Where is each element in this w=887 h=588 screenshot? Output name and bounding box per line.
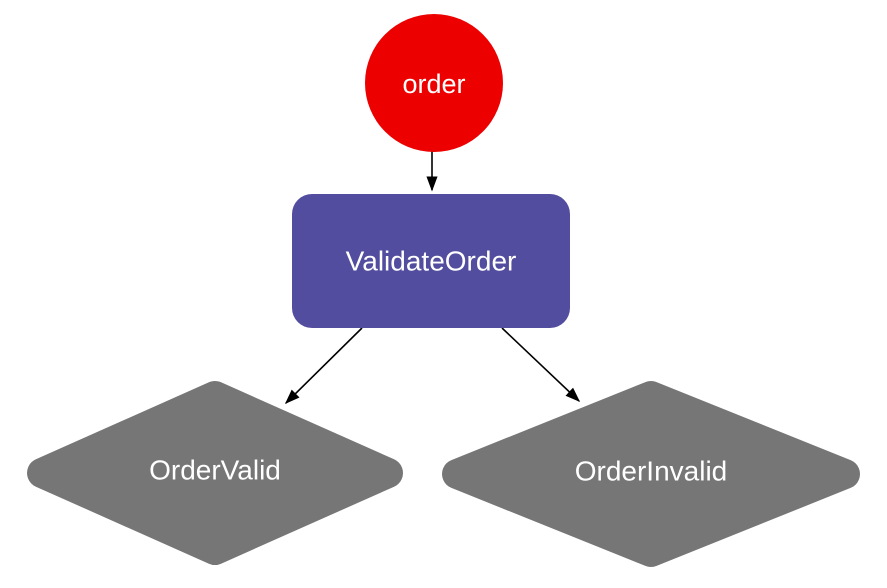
- node-order-valid: OrderValid: [27, 381, 403, 565]
- order-circle-shape: [365, 14, 503, 152]
- order-valid-diamond-shape: [27, 381, 403, 565]
- validate-order-label: ValidateOrder: [346, 246, 517, 277]
- order-invalid-label: OrderInvalid: [575, 456, 728, 487]
- edge-validateorder-to-ordervalid: [284, 327, 363, 405]
- order-label: order: [402, 69, 465, 99]
- order-invalid-diamond-shape: [442, 381, 860, 567]
- edge-validateorder-to-orderinvalid: [501, 327, 581, 403]
- order-valid-label: OrderValid: [149, 455, 281, 486]
- validate-order-rect-shape: [292, 194, 570, 328]
- node-order-invalid: OrderInvalid: [442, 381, 860, 567]
- node-order: order: [365, 14, 503, 152]
- node-validate-order: ValidateOrder: [292, 194, 570, 328]
